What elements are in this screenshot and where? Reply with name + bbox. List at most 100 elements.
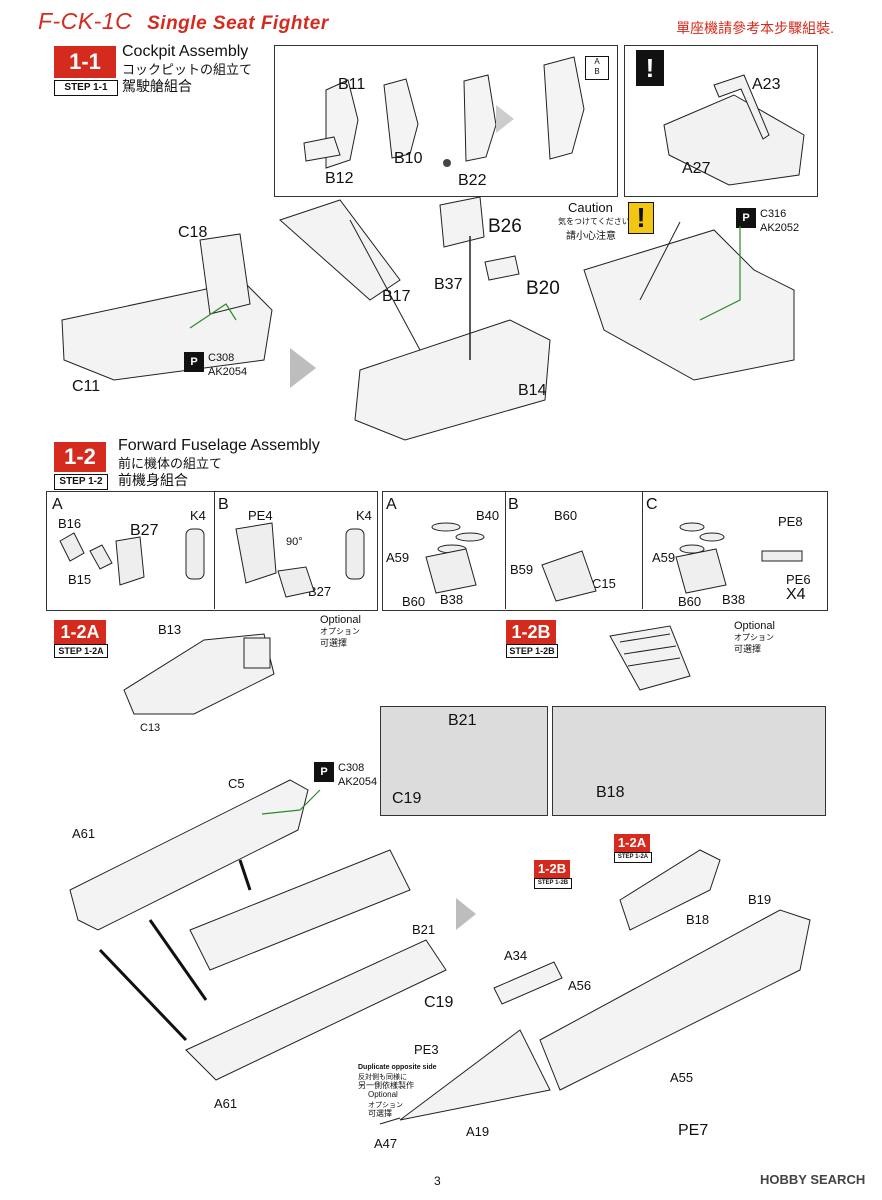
panel-divider [505,491,506,609]
optional-jp: オプション [734,633,774,642]
part-pe4: PE4 [248,508,273,523]
step-1-2a-drawing [123,633,275,715]
part-b38: B38 [440,592,464,607]
part-b60: B60 [402,594,426,609]
part-a23: A23 [752,76,781,93]
fuselage-1-2b-badge: 1-2B [534,860,570,878]
part-b38-c: B38 [722,592,746,607]
part-a61: A61 [72,826,96,841]
part-c5: C5 [228,776,245,791]
step-1-2-title-cn: 前機身組合 [118,472,188,488]
cockpit-assembly-drawing [61,196,795,441]
part-a47: A47 [374,1136,398,1151]
photo-inset-b21 [380,706,548,816]
step-1-1-title-cn: 駕駛艙組合 [122,78,192,94]
part-c13: C13 [140,722,161,734]
duplicate-en: Duplicate opposite side [358,1064,437,1071]
option-left-parts [59,522,365,598]
part-b27: B27 [130,522,159,539]
paint-ak2052: AK2052 [760,222,800,234]
part-b21: B21 [412,922,436,937]
part-b12: B12 [325,170,354,187]
inset-part-b18: B18 [596,784,625,801]
paint-icon: P [736,208,756,228]
option-c-label: C [646,496,658,513]
duplicate-cn: 另一側依樣製作 [358,1081,414,1090]
part-b13: B13 [158,622,182,637]
part-c19: C19 [424,994,454,1011]
a27-drawing [663,74,805,186]
part-k4: K4 [190,508,206,523]
step-1-2a-tag: STEP 1-2A [54,644,108,658]
step-1-2b-badge: 1-2B [506,620,556,644]
bend-angle: 90° [286,536,303,548]
part-b26: B26 [488,216,522,237]
step-1-2-title-jp: 前に機体の組立て [118,456,223,471]
model-name: F-CK-1C [38,8,133,34]
step-1-1-badge: 1-1 [54,46,116,78]
step-1-2b-tag: STEP 1-2B [506,644,558,658]
optional-jp: オプション [368,1102,403,1109]
option-a-label: A [386,496,397,513]
panel-divider [214,491,215,609]
pe6-quantity: X4 [786,586,806,603]
fuselage-1-2b-tag: STEP 1-2B [534,878,572,889]
single-seat-note: 單座機請參考本步驟組裝. [676,20,834,36]
step-1-1-tag: STEP 1-1 [54,80,118,96]
paint-icon: P [184,352,204,372]
part-b18: B18 [686,912,710,927]
caution-en: Caution [568,200,613,215]
page-number: 3 [434,1174,441,1188]
page-title: F-CK-1C Single Seat Fighter [38,8,329,35]
paint-ak2054: AK2054 [208,366,248,378]
part-a59-c: A59 [652,550,676,565]
fuselage-1-2a-badge: 1-2A [614,834,650,852]
duplicate-jp: 反対側も同様に [358,1074,407,1081]
part-c15: C15 [592,576,616,591]
watermark: HOBBY SEARCH [760,1172,866,1187]
part-b15: B15 [68,572,92,587]
part-a56: A56 [568,978,592,993]
option-right-parts [425,522,803,602]
caution-cn: 請小心注意 [566,231,616,242]
ab-a: A [594,57,600,66]
paint-c316: C316 [760,208,787,220]
fuselage-1-2a-tag: STEP 1-2A [614,852,652,863]
caution-icon: ! [628,202,654,234]
paint-icon: P [314,762,334,782]
part-a59: A59 [386,550,410,565]
part-b20: B20 [526,278,560,299]
option-a-label: A [52,496,63,513]
inset-part-c19: C19 [392,790,422,807]
part-b16: B16 [58,516,82,531]
step-1-2-tag: STEP 1-2 [54,474,108,490]
seat-parts-drawing [303,56,585,169]
paint-ak2054: AK2054 [338,776,378,788]
optional-en: Optional [320,614,361,626]
part-b11: B11 [338,76,366,93]
step-1-2-badge: 1-2 [54,442,106,472]
warning-icon: ! [636,50,664,86]
part-b59: B59 [510,562,534,577]
step-1-1-title-en: Cockpit Assembly [122,43,249,60]
part-pe6: PE6 [786,572,811,587]
photo-inset-b18 [552,706,826,816]
ab-choice-icon: A B [585,56,609,80]
option-b-label: B [508,496,519,513]
optional-en: Optional [368,1090,398,1099]
part-a61-b: A61 [214,1096,238,1111]
optional-en: Optional [734,620,775,632]
step-1-2b-drawing [609,625,691,691]
part-k4-alt: K4 [356,508,372,523]
part-b37: B37 [434,276,463,293]
part-c11: C11 [72,378,101,395]
part-b14: B14 [518,382,547,399]
part-pe8: PE8 [778,514,803,529]
optional-cn: 可選擇 [368,1109,392,1118]
part-a55: A55 [670,1070,694,1085]
part-b19: B19 [748,892,772,907]
model-subtitle: Single Seat Fighter [147,13,329,34]
part-b17: B17 [382,288,411,305]
part-b60-b: B60 [554,508,578,523]
